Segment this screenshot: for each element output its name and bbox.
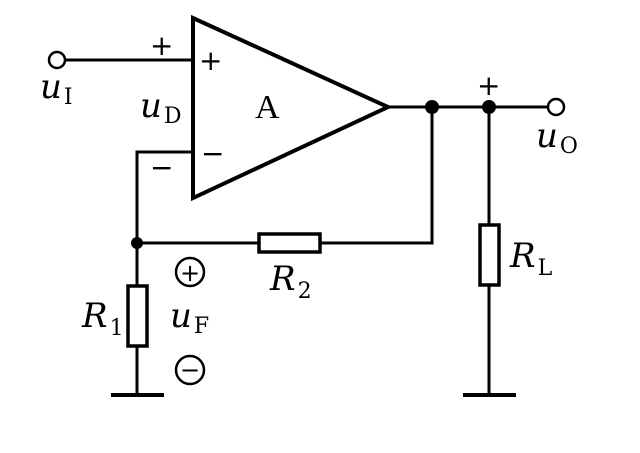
op-amp-label: A — [255, 89, 280, 126]
output-terminal — [546, 97, 566, 117]
op-amp-minus-sign: − — [201, 137, 224, 170]
op-amp-plus-sign: + — [199, 44, 222, 77]
feedback-minus-circled-icon: − — [174, 354, 206, 386]
feedback-node — [131, 237, 143, 249]
input-label: uI — [40, 67, 73, 110]
feedback-plus-circled-icon: + — [174, 256, 206, 288]
resistor-rl — [478, 223, 501, 287]
output-label: uO — [536, 116, 578, 159]
output-node-a — [425, 100, 439, 114]
differential-label: uD — [140, 86, 182, 129]
differential-minus-sign: − — [150, 151, 173, 184]
inverting-input-wire — [135, 150, 195, 245]
wires — [62, 58, 550, 396]
feedback-voltage-label: uF — [170, 296, 209, 339]
input-terminal — [47, 50, 67, 70]
feedback-wire — [318, 105, 434, 245]
r1-label: R1 — [81, 296, 124, 341]
resistor-r1 — [126, 284, 149, 348]
output-node-b — [482, 100, 496, 114]
resistor-r2 — [257, 232, 322, 254]
input-plus-sign: + — [150, 29, 173, 62]
output-plus-sign: + — [477, 69, 500, 102]
rl-label: RL — [509, 236, 553, 281]
feedback-plus-sign: + — [180, 259, 200, 287]
r2-label: R2 — [269, 259, 312, 304]
op-amp-triangle — [191, 14, 393, 202]
feedback-minus-sign: − — [180, 356, 200, 384]
